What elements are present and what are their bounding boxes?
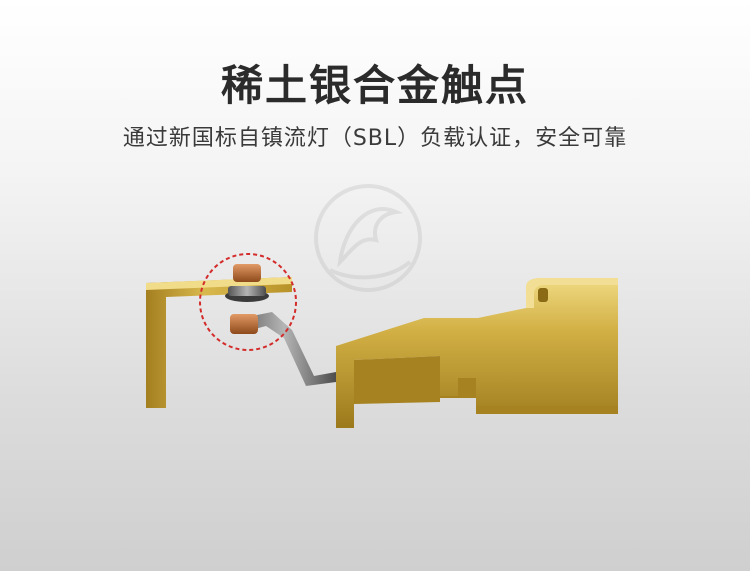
left-bracket <box>146 277 292 408</box>
upper-contact <box>225 264 269 302</box>
page-subtitle: 通过新国标自镇流灯（SBL）负载认证，安全可靠 <box>122 126 628 151</box>
page-title: 稀土银合金触点 <box>220 61 529 110</box>
bird-logo-icon <box>314 184 422 292</box>
lower-contact <box>230 314 258 334</box>
contact-point-circle <box>199 253 297 351</box>
right-brass-body <box>336 278 618 428</box>
